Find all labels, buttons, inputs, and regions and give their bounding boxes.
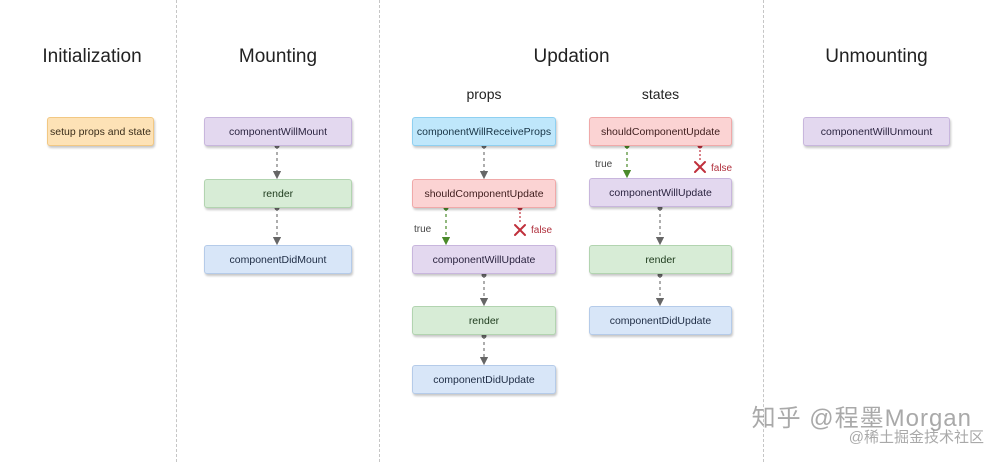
phase-title-updation: Updation: [533, 46, 610, 67]
states-false-label: false: [711, 163, 733, 174]
states-should-component-update-box: shouldComponentUpdate: [589, 117, 732, 146]
component-will-receive-props-box: componentWillReceiveProps: [412, 117, 556, 146]
states-true-label: true: [595, 159, 613, 170]
setup-props-state-box: setup props and state: [47, 117, 154, 146]
states-connectors: [622, 143, 703, 307]
props-should-component-update-box: shouldComponentUpdate: [412, 179, 556, 208]
phase-title-mounting: Mounting: [238, 46, 318, 67]
states-render-box: render: [589, 245, 732, 274]
component-did-mount-box: componentDidMount: [204, 245, 352, 274]
watermark-zhihu: 知乎 @程墨Morgan: [751, 405, 972, 432]
props-false-label: false: [531, 225, 553, 236]
component-will-mount-box: componentWillMount: [204, 117, 352, 146]
states-component-will-update-box: componentWillUpdate: [589, 178, 732, 207]
false-cross-icon: [514, 161, 706, 236]
phase-title-unmounting: Unmounting: [825, 46, 928, 67]
phase-title-initialization: Initialization: [42, 46, 142, 67]
divider-initialization-mounting: [176, 0, 177, 462]
props-component-did-update-box: componentDidUpdate: [412, 365, 556, 394]
subtitle-states: states: [641, 86, 680, 102]
props-true-label: true: [414, 224, 432, 235]
divider-updation-unmounting: [763, 0, 764, 462]
subtitle-props: props: [466, 86, 502, 102]
watermark-juejin: @稀土掘金技术社区: [848, 429, 984, 446]
component-will-unmount-box: componentWillUnmount: [803, 117, 950, 146]
states-component-did-update-box: componentDidUpdate: [589, 306, 732, 335]
props-component-will-update-box: componentWillUpdate: [412, 245, 556, 274]
divider-mounting-updation: [379, 0, 380, 462]
mounting-render-box: render: [204, 179, 352, 208]
props-render-box: render: [412, 306, 556, 335]
